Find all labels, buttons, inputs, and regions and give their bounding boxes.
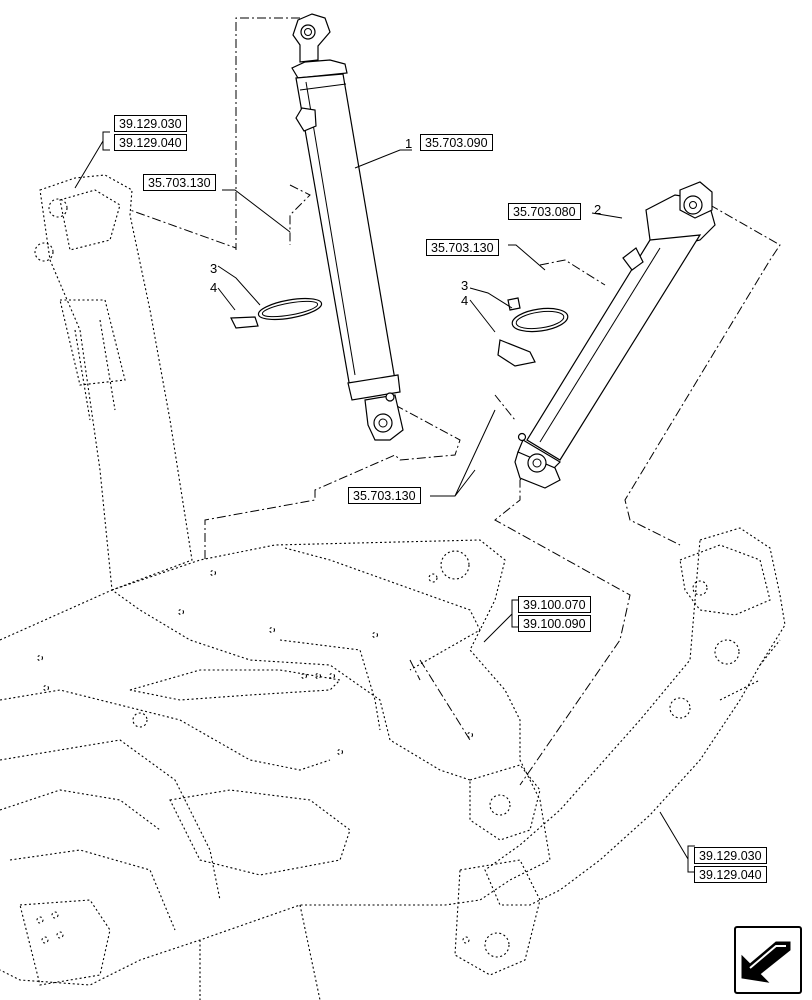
ref-35-703-130-a[interactable]: 35.703.130 [143,174,216,191]
callout-item-1: 1 [405,136,413,151]
hydraulic-cylinder-2[interactable] [514,181,716,489]
arrow-left-down-icon [741,941,791,983]
ref-35-703-080[interactable]: 35.703.080 [508,203,581,220]
left-boom-arm [34,174,193,591]
retaining-ring-right[interactable] [507,297,569,335]
callout-item-2: 2 [594,202,602,217]
lower-chassis [0,539,551,1000]
leader-lines [74,131,695,873]
ref-39-129-030-bottom[interactable]: 39.129.030 [694,847,767,864]
ref-39-129-040-top[interactable]: 39.129.040 [114,134,187,151]
clip-left[interactable] [230,316,259,329]
ref-39-100-090[interactable]: 39.100.090 [518,615,591,632]
ref-39-129-030-top[interactable]: 39.129.030 [114,115,187,132]
ref-39-129-040-bottom[interactable]: 39.129.040 [694,866,767,883]
callout-item-4-left: 4 [210,280,218,295]
callout-item-3-left: 3 [210,261,218,276]
clip-right[interactable] [497,339,536,367]
callout-item-3-right: 3 [461,278,469,293]
callout-item-4-right: 4 [461,293,469,308]
ref-39-100-070[interactable]: 39.100.070 [518,596,591,613]
retaining-ring-left[interactable] [257,295,323,324]
ref-35-703-130-c[interactable]: 35.703.130 [348,487,421,504]
connection-lines [129,17,781,786]
ref-35-703-090[interactable]: 35.703.090 [420,134,493,151]
ref-35-703-130-b[interactable]: 35.703.130 [426,239,499,256]
nav-button[interactable] [734,926,802,994]
hydraulic-cylinder-1[interactable] [291,13,404,441]
right-boom-arm [454,527,786,976]
